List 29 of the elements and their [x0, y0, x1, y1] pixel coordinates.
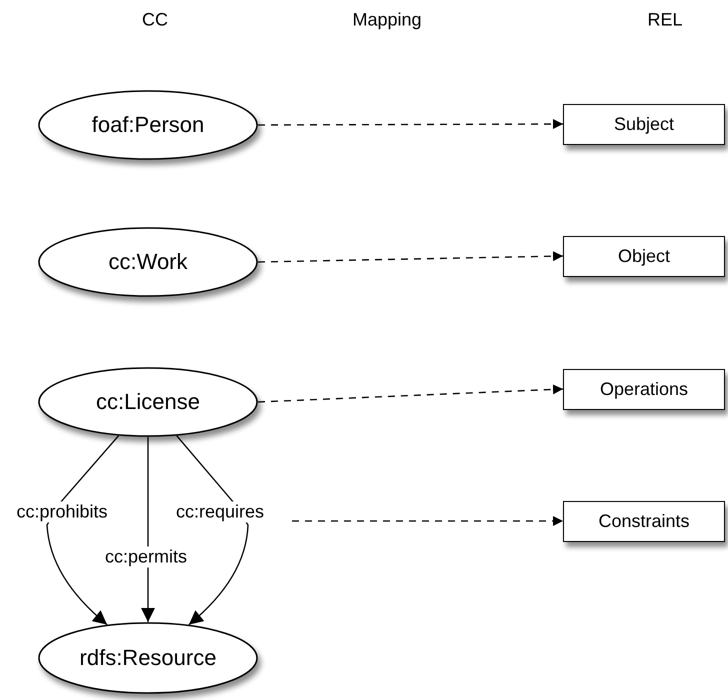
- class-ellipse: [38, 622, 258, 694]
- edge-label: cc:permits: [103, 546, 189, 568]
- column-heading: REL: [648, 10, 682, 30]
- dashed-arrow: [258, 119, 563, 130]
- concept-box: [563, 500, 725, 542]
- edge-label: cc:prohibits: [14, 502, 110, 522]
- column-heading: CC: [142, 10, 168, 30]
- arrow: [141, 437, 155, 622]
- node-label: rdfs:Resource: [80, 645, 216, 671]
- column-heading: Mapping: [352, 10, 422, 30]
- concept-box: [563, 104, 725, 144]
- dashed-arrow: [258, 251, 564, 263]
- arrow: [176, 435, 249, 626]
- class-ellipse: [38, 227, 258, 297]
- node-label: Subject: [614, 114, 674, 134]
- concept-box: [563, 236, 725, 276]
- node-label: Operations: [600, 378, 688, 400]
- class-ellipse: [38, 90, 258, 160]
- class-ellipse: [38, 367, 258, 437]
- node-label: cc:Work: [108, 249, 188, 275]
- node-label: foaf:Person: [92, 112, 204, 138]
- concept-box: [563, 368, 725, 410]
- edge-label: cc:requires: [174, 502, 266, 522]
- node-label: cc:License: [96, 389, 200, 415]
- node-label: Object: [618, 246, 670, 266]
- arrow: [46, 435, 120, 626]
- dashed-arrow: [292, 516, 563, 526]
- dashed-arrow: [258, 384, 564, 403]
- node-label: Constraints: [598, 510, 690, 532]
